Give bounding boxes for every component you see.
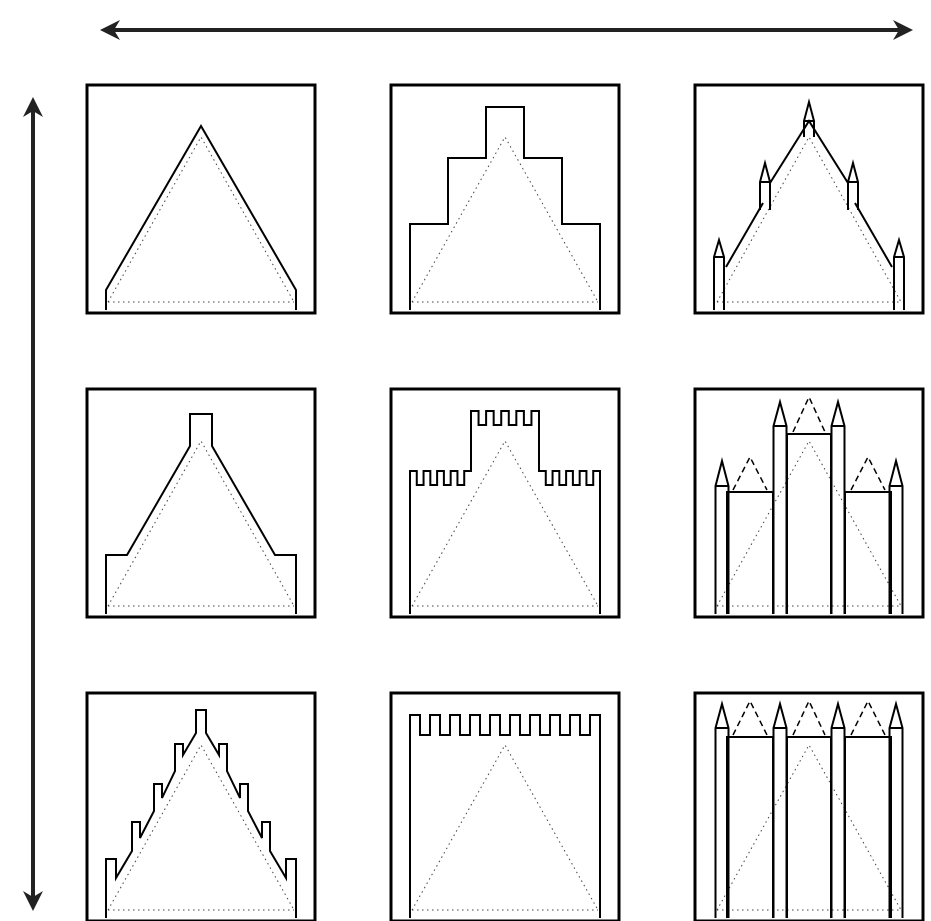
pinnacle-outline (830, 700, 846, 918)
panel-drawing (713, 98, 905, 310)
pinnacle-right (893, 236, 905, 310)
panel-drawing (409, 714, 601, 918)
guide-triangle (107, 439, 295, 607)
multi-step-outline (105, 709, 297, 918)
pinnacle-gable-panel (693, 83, 925, 315)
panel-frame (693, 387, 925, 619)
stepped-outline (409, 106, 601, 310)
panel-frame (389, 691, 621, 921)
pinnacle-outline (893, 236, 905, 310)
panel-drawing (714, 699, 904, 918)
shouldered-outline (105, 413, 297, 614)
panel-frame (85, 387, 317, 619)
plain-gable-panel (85, 83, 317, 315)
crenellated-block-outline (409, 714, 601, 918)
pinnacle-2 (888, 457, 904, 614)
crenellated-tower-outline (409, 410, 601, 614)
shouldered-gable-panel (85, 387, 317, 619)
centre-dashed-gable (792, 395, 826, 433)
pinnacle-outline (888, 700, 904, 918)
gable-left-slope (725, 202, 764, 268)
three-bay-pinnacle-panel (693, 387, 925, 619)
pinnacle-left (713, 236, 725, 310)
dashed-gable-1 (732, 699, 768, 736)
pinnacle-apex (803, 98, 815, 137)
pinnacle-3 (830, 700, 846, 918)
pinnacle-mid-right (847, 159, 859, 210)
pinnacle-outline (888, 457, 904, 614)
pinnacle-3 (772, 398, 788, 614)
pinnacle-1 (714, 700, 730, 918)
pinnacle-outline (714, 700, 730, 918)
panel-grid (85, 83, 925, 921)
pinnacle-mid-left (759, 159, 771, 210)
right-dashed-gable (850, 455, 886, 491)
panel-frame (85, 83, 317, 315)
guide-triangle (411, 743, 599, 911)
pinnacle-outline (759, 159, 771, 210)
panel-frame (389, 83, 621, 315)
panel-frame (389, 387, 621, 619)
pinnacle-outline (772, 700, 788, 918)
pinnacle-1 (714, 457, 730, 614)
crenellated-tower-panel (389, 387, 621, 619)
pinnacle-outline (714, 457, 730, 614)
pinnacle-outline (830, 398, 846, 614)
pinnacle-4 (830, 398, 846, 614)
panel-drawing (409, 410, 601, 614)
pinnacle-outline (847, 159, 859, 210)
guide-triangle (411, 135, 599, 303)
pinnacle-outline (803, 98, 815, 137)
pinnacle-outline (713, 236, 725, 310)
guide-triangle (411, 439, 599, 607)
panel-drawing (714, 395, 904, 614)
dashed-gable-3 (850, 699, 886, 736)
multi-step-gable-panel (85, 691, 317, 921)
pinnacle-outline (772, 398, 788, 614)
gable-outline (105, 124, 297, 310)
gable-right-slope (854, 202, 893, 268)
panel-drawing (105, 413, 297, 614)
panel-frame (693, 83, 925, 315)
guide-triangle (107, 743, 295, 911)
dashed-gable-2 (792, 699, 826, 736)
left-dashed-gable (732, 455, 768, 491)
pinnacle-4 (888, 700, 904, 918)
panel-drawing (409, 106, 601, 310)
panel-frame (85, 691, 317, 921)
stepped-gable-panel (389, 83, 621, 315)
pinnacle-2 (772, 700, 788, 918)
four-pinnacle-panel (693, 691, 925, 921)
panel-drawing (105, 124, 297, 310)
panel-drawing (105, 709, 297, 918)
panel-frame (693, 691, 925, 921)
guide-triangle (107, 135, 295, 303)
crenellated-block-panel (389, 691, 621, 921)
